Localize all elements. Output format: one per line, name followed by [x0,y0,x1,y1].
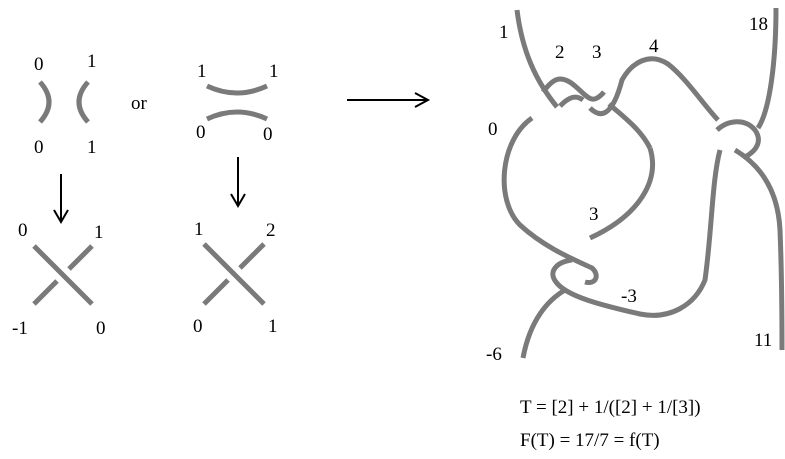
knot-lower-under [520,287,567,359]
tangle-a-arcs [38,80,90,124]
crossing-b-bottom-left-label: 0 [193,316,203,337]
tangle-b-bottom-right-label: 0 [263,124,273,145]
tangle-b-top-arc [205,83,269,96]
knot-left-loop [501,115,599,286]
tangle-a-top-right-label: 1 [87,51,97,72]
knot-label-18: 18 [749,14,768,35]
knot-twist-under-a [558,94,585,108]
knot-right-strand-11 [733,147,785,351]
crossing-b-over-strand [202,242,266,306]
crossing-a [32,244,94,306]
knot-label-minus-3: -3 [621,286,637,307]
crossing-a-top-right-label: 1 [94,222,104,243]
crossing-b-top-left-label: 1 [194,219,204,240]
tangle-a-bottom-right-label: 1 [87,137,97,158]
formula-fraction: F(T) = 17/7 = f(T) [520,430,660,451]
tangle-a-bottom-left-label: 0 [34,137,44,158]
tangle-a-left-arc [38,80,52,124]
tangle-a-top-left-label: 0 [34,54,44,75]
crossing-b-under-strand-upper [238,242,266,270]
crossing-b-under-strand-lower [202,278,230,306]
knot-diagram [501,7,785,359]
crossing-a-over-strand [32,244,94,306]
knot-twist-over-b [588,56,720,122]
knot-label-3-inner: 3 [589,204,599,225]
down-arrow-a [53,174,69,224]
tangle-a-right-arc [76,80,90,124]
knot-right-strand-18 [755,7,779,130]
down-arrow-b [230,157,246,208]
tangle-b-top-left-label: 1 [197,61,207,82]
crossing-b-top-right-label: 2 [266,220,276,241]
knot-label-minus-6: -6 [486,344,502,365]
crossing-a-under-strand-lower [32,279,59,306]
tangle-b-arcs [205,83,269,122]
knot-lower-twist [550,149,723,318]
knot-strand-top-left [514,9,559,109]
right-arrow [347,92,431,108]
or-connector-label: or [131,93,148,114]
knot-twist-over-a [541,76,606,102]
tangle-b-bottom-arc [205,109,269,122]
crossing-a-top-left-label: 0 [18,220,28,241]
knot-label-11: 11 [754,330,772,351]
knot-label-2: 2 [555,42,565,63]
crossing-a-bottom-left-label: -1 [12,318,28,339]
crossing-a-under-strand-upper [67,244,94,271]
tangle-b-top-right-label: 1 [269,61,279,82]
knot-label-4: 4 [649,36,659,57]
knot-label-3-top: 3 [592,42,602,63]
crossing-b-bottom-right-label: 1 [268,316,278,337]
knot-right-crossing-over [715,119,761,160]
knot-label-1: 1 [499,22,509,43]
crossing-a-bottom-right-label: 0 [96,318,106,339]
tangle-b-bottom-left-label: 0 [196,122,206,143]
knot-inner-strand [588,147,655,241]
knot-twist-under-b [607,102,653,150]
knot-label-0: 0 [488,119,498,140]
crossing-b [202,242,266,306]
formula-tangle: T = [2] + 1/([2] + 1/[3]) [520,397,701,418]
